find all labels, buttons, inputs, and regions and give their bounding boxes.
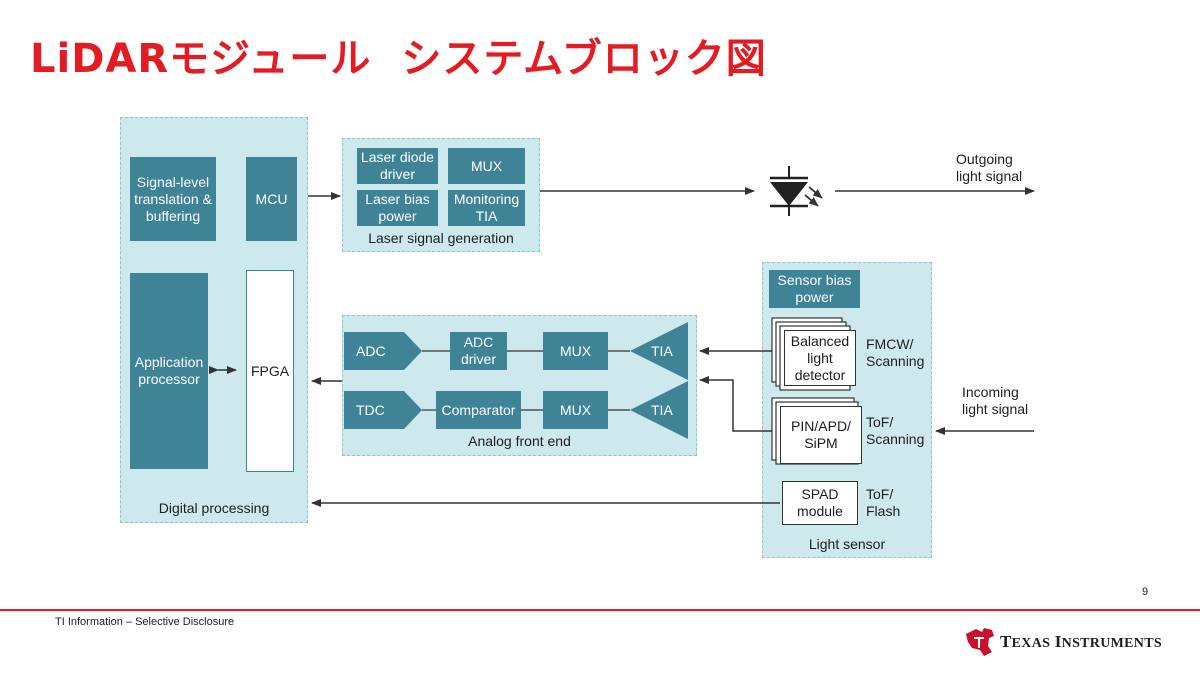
tia-top-label: TIA bbox=[651, 343, 673, 359]
tia-bottom-shape bbox=[630, 381, 688, 439]
mux-top-block: MUX bbox=[543, 332, 608, 370]
tdc-label: TDC bbox=[356, 402, 385, 418]
footer-divider bbox=[0, 609, 1200, 611]
tia-top-shape bbox=[630, 322, 688, 380]
ti-logo-icon bbox=[966, 628, 994, 656]
slide-title: LiDARモジュールシステムブロック図 bbox=[30, 26, 767, 84]
ti-wordmark: TEXAS INSTRUMENTS bbox=[1000, 632, 1162, 651]
light-sensor-label: Light sensor bbox=[808, 536, 886, 552]
laser-diode-icon bbox=[770, 166, 823, 216]
tof-scanning-label: ToF/Scanning bbox=[866, 414, 925, 447]
adc-label: ADC bbox=[356, 343, 386, 359]
analog-front-end-label: Analog front end bbox=[468, 433, 571, 449]
slide-title-part1: LiDARモジュール bbox=[30, 36, 372, 82]
footer-disclosure: TI Information – Selective Disclosure bbox=[55, 616, 235, 628]
adc-shape bbox=[344, 332, 422, 370]
pin-to-tia-bottom-arrow bbox=[699, 376, 772, 432]
pin-apd-sipm-block: PIN/APD/SiPM bbox=[780, 406, 862, 464]
comparator-block: Comparator bbox=[436, 391, 521, 429]
mux-laser-block: MUX bbox=[448, 148, 525, 184]
fmcw-scanning-label: FMCW/Scanning bbox=[866, 336, 925, 369]
slide-title-part2: システムブロック図 bbox=[401, 36, 767, 82]
fpga-block: FPGA bbox=[246, 270, 294, 472]
laser-signal-generation-label: Laser signal generation bbox=[368, 230, 514, 246]
page-number: 9 bbox=[1142, 586, 1149, 598]
tof-flash-label: ToF/Flash bbox=[866, 486, 901, 519]
digital-processing-label: Digital processing bbox=[158, 500, 270, 516]
mcu-block: MCU bbox=[246, 157, 297, 241]
mux-bottom-block: MUX bbox=[543, 391, 608, 429]
tia-bottom-label: TIA bbox=[651, 402, 673, 418]
tdc-shape bbox=[344, 391, 422, 429]
